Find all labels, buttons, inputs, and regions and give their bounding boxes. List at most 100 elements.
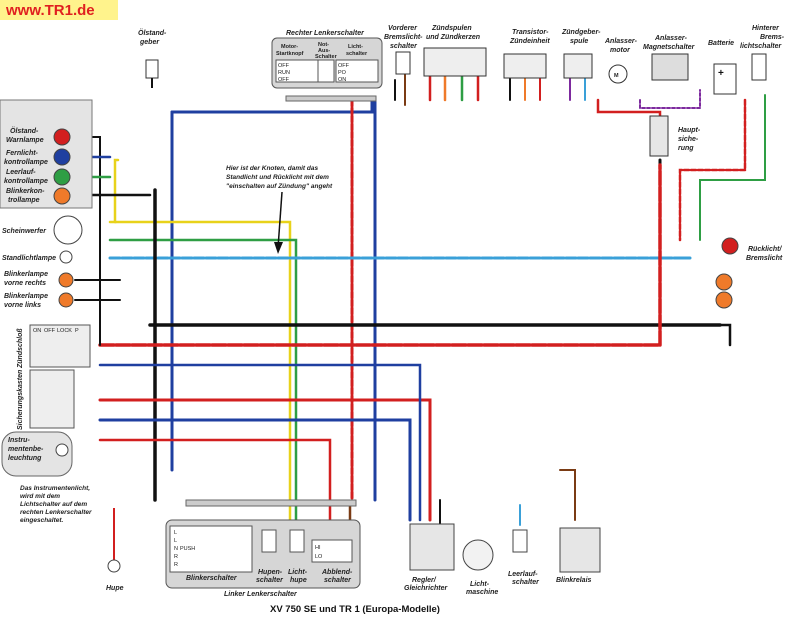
wire-blue-top [170,98,374,114]
label-hupe: Hupe [106,585,124,592]
label-hint-brems-1: Hinterer [752,25,780,32]
wire-ground-right [718,323,732,347]
label-scheinwerfer: Scheinwerfer [2,228,47,235]
label-zuendschloss: Zündschloß [17,328,24,369]
fusebox-icon [29,369,75,429]
flash-switch-icon [289,529,305,553]
wire-blue-fuse [98,363,422,522]
label-on-1: ON [338,77,346,83]
label-regler-2: Gleichrichter [404,585,448,592]
label-notaus-1: Not- [318,42,329,48]
note-knoten-1: Hier ist der Knoten, damit das [226,165,318,172]
diagram-title: XV 750 SE und TR 1 (Europa-Modelle) [270,604,440,615]
starter-relay-icon [651,53,689,81]
label-rechter-lenkerschalter: Rechter Lenkerschalter [286,30,365,37]
neutral-switch-icon [512,529,528,553]
turn-indicator-lamp-icon [53,187,71,205]
wire-green [108,238,298,527]
label-fern-2: kontrollampe [4,159,48,166]
label-zuendgeber-2: spule [570,38,588,45]
label-off-3: OFF [338,63,350,69]
label-batterie: Batterie [708,40,734,47]
label-licht-1: Licht- [348,44,363,50]
label-leer-2: kontrollampe [4,178,48,185]
dimmer-switch-grid [311,539,353,563]
label-leerlauf-1: Leerlauf- [508,571,538,578]
alternator-icon [462,539,494,571]
label-abblend-2: schalter [324,577,352,584]
highbeam-lamp-icon [53,148,71,166]
regulator-icon [409,523,455,571]
label-vord-brems-3: schalter [390,43,418,50]
oelstandgeber-icon [145,59,159,79]
label-standlicht: Standlichtlampe [2,255,56,262]
label-anlasser-1: Anlasser- [604,38,638,45]
wire-brown-relay [559,469,576,521]
horn-icon [107,559,121,573]
label-r-2: R [174,562,178,568]
label-magnet-1: Anlasser- [654,35,688,42]
wire-yellow-lamp [108,158,120,224]
label-lima-1: Licht- [470,581,490,588]
tail-light-icon [721,237,739,255]
label-blink-vl-1: Blinkerlampe [4,293,48,300]
label-instr-3: leuchtung [8,455,42,462]
label-blink-vr-2: vorne rechts [4,280,46,287]
neutral-lamp-icon [53,168,71,186]
label-blinkrelais: Blinkrelais [556,577,592,584]
switch-grid-3 [335,59,379,83]
front-left-blinker-icon [58,292,74,308]
top-labels: Ölstand- geber Rechter Lenkerschalter Vo… [138,25,785,152]
label-haupt-1: Haupt- [678,127,701,134]
note-instr-5: eingeschaltet. [20,517,64,524]
linker-lenkerschalter: L L N PUSH R R Blinkerschalter Hupen- sc… [165,499,361,598]
rear-right-blinker-icon [715,273,733,291]
label-blink-vr-1: Blinkerlampe [4,271,48,278]
label-ign-lock: LOCK [57,328,72,334]
label-motor-2: Startknopf [276,51,304,57]
wire-red-brake [678,98,747,242]
note-instr-1: Das Instrumentenlicht, [20,485,90,492]
knot-arrow-head [274,242,283,254]
label-notaus-3: Schalter [315,54,338,60]
rechter-lenkerschalter: Motor- Startknopf Not- Aus- Schalter Lic… [271,37,383,102]
knot-arrow-line [277,191,283,249]
label-haupt-2: siche- [678,136,699,143]
main-fuse-icon [649,115,669,157]
label-off-1: OFF [278,63,290,69]
note-knoten-2: Standlicht und Rücklicht mit dem [226,174,329,181]
label-leer-1: Leerlauf- [6,169,36,176]
label-r-1: R [174,554,178,560]
brand-logo-text: www.TR1.de [5,2,95,19]
label-hi: HI [315,545,321,551]
label-off-2: OFF [278,77,290,83]
note-instr-2: wird mit dem [20,493,60,500]
label-hupen-2: schalter [256,577,284,584]
label-motor-1: Motor- [281,44,298,50]
label-fern-1: Fernlicht- [6,150,39,157]
label-ign-p: P [75,328,79,334]
label-push: PUSH [180,546,195,552]
parking-light-icon [59,250,73,264]
front-brake-switch-icon [395,51,411,75]
note-instr-3: Lichtschalter auf dem [20,501,87,508]
pickup-coil-icon [563,53,593,79]
left-lamps: Ölstand- Warnlampe Fernlicht- kontrollam… [0,99,93,524]
label-oelwarn-1: Ölstand- [10,126,39,135]
horn-switch-icon [261,529,277,553]
label-zuendspulen-1: Zündspulen [431,25,472,32]
oil-warning-lamp-icon [53,128,71,146]
label-po: PO [338,70,347,76]
rear-left-blinker-icon [715,291,733,309]
indicator-panel [0,99,93,209]
wire-yellow-main [113,220,292,527]
label-ign-on: ON [33,328,41,334]
label-notaus-2: Aus- [318,48,330,54]
label-lichthupe-1: Licht- [288,569,308,576]
note-instr-4: rechten Lenkerschalter [20,509,92,516]
wire-purple [639,89,701,109]
instrument-light-box [1,431,73,477]
svg-text:M: M [614,73,619,79]
label-blink-vl-2: vorne links [4,302,41,309]
